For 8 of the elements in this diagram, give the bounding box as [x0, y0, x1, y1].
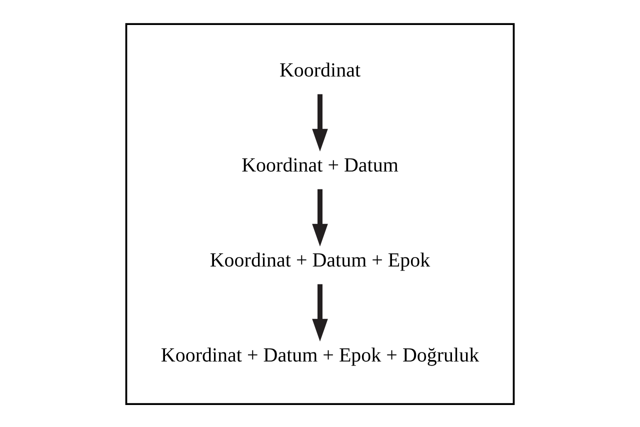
node-text: Koordinat + Datum + Epok + Doğruluk [160, 344, 480, 366]
arrow [312, 188, 328, 246]
arrow [312, 284, 328, 341]
node-text: Koordinat [279, 58, 361, 81]
node-text: Koordinat + Datum [242, 154, 398, 176]
node-text: Koordinat + Datum + Epok [210, 248, 430, 271]
cluster [125, 22, 515, 404]
arrow [312, 94, 328, 151]
